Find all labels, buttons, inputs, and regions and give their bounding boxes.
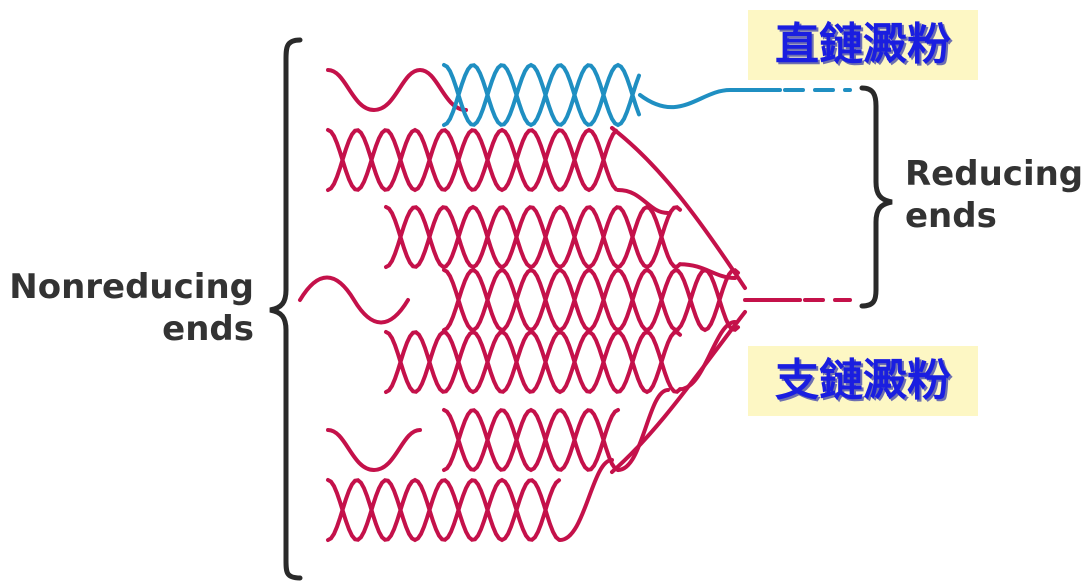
- reducing-brace: [859, 85, 893, 309]
- branch-strand-a-6: [326, 477, 561, 543]
- amylopectin-label-box: 支鏈澱粉: [748, 346, 978, 416]
- branch-connector-1: [616, 188, 670, 215]
- branch-strand-b-5: [442, 408, 620, 473]
- amylose-label-box: 直鏈澱粉: [748, 10, 978, 80]
- nonreducing-label-line1: Nonreducing: [9, 267, 254, 307]
- trunk-upper: [610, 126, 747, 290]
- branch-strand-b-3: [442, 267, 740, 333]
- branch-strand-b-4: [384, 329, 682, 395]
- strand-group: [298, 62, 852, 543]
- trunk-lower: [610, 310, 747, 474]
- branch-connector-6: [558, 458, 614, 542]
- branch-strand-a-2: [384, 204, 682, 270]
- nonreducing-label-line2: ends: [162, 309, 254, 349]
- amylose-tail: [638, 88, 782, 110]
- branch-strand-b-1: [326, 127, 618, 193]
- reducing-ends-label: Reducing ends: [905, 153, 1083, 237]
- lower-left-leader: [326, 428, 422, 473]
- bracket-group: [269, 37, 893, 581]
- reducing-label-line1: Reducing: [905, 154, 1084, 194]
- nonreducing-brace: [269, 37, 303, 581]
- branch-strand-a-3: [442, 267, 740, 333]
- reducing-label-line2: ends: [905, 196, 997, 236]
- branch-strand-a-5: [442, 407, 620, 472]
- nonreducing-ends-label: Nonreducing ends: [9, 266, 254, 350]
- branch-strand-a-4: [384, 329, 682, 395]
- branch-connector-4: [678, 320, 737, 392]
- middle-left-leader: [298, 275, 410, 325]
- amylose-strand-a: [442, 62, 641, 128]
- branch-connector-5: [616, 388, 670, 472]
- branch-strand-b-6: [326, 477, 561, 543]
- amylose-strand-b: [442, 62, 641, 128]
- branch-strand-a-1: [326, 127, 618, 193]
- top-red-leader: [326, 67, 468, 113]
- branch-strand-b-2: [384, 204, 682, 270]
